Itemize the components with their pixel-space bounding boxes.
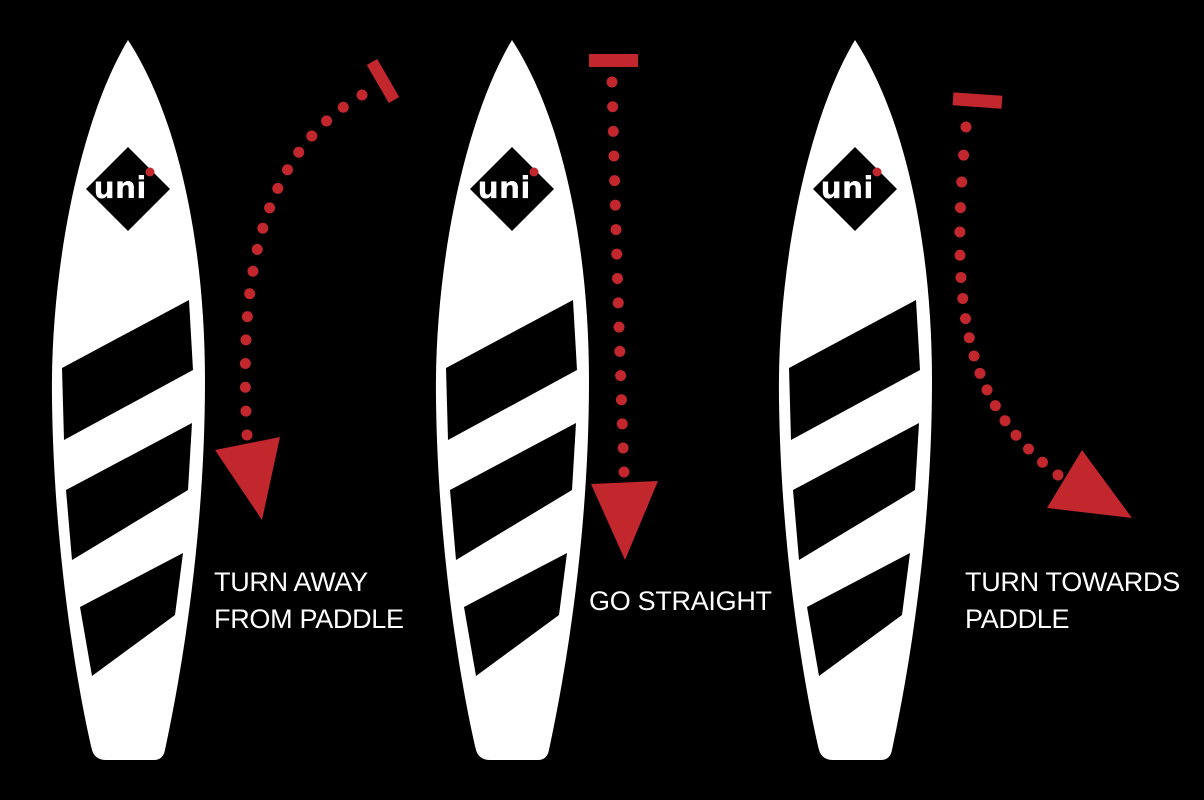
path-dot <box>954 226 966 238</box>
label-line: PADDLE <box>965 604 1070 634</box>
path-dot <box>306 130 318 142</box>
path-dot <box>612 273 623 284</box>
path-dot <box>612 297 624 309</box>
path-dot <box>247 265 259 277</box>
path-dot <box>607 101 619 113</box>
path-dot <box>609 199 621 211</box>
path-dot <box>272 182 284 194</box>
path-dot <box>1023 443 1035 455</box>
path-dot <box>1052 469 1064 481</box>
path-dot <box>240 405 252 417</box>
path-dot <box>616 418 628 430</box>
label-line: TURN TOWARDS <box>965 567 1180 597</box>
traction-stripe <box>789 300 920 440</box>
uni-logo-text: uni <box>821 171 874 206</box>
path-dot <box>618 466 630 478</box>
path-dot <box>968 350 980 362</box>
arrowhead <box>591 481 658 560</box>
path-dot <box>281 164 293 176</box>
uni-logo-dot <box>145 167 155 177</box>
traction-stripe <box>793 423 919 560</box>
traction-stripe <box>62 300 193 440</box>
path-dot <box>240 334 252 346</box>
path-dot <box>999 415 1011 427</box>
uni-logo-text: uni <box>94 171 147 206</box>
path-dot <box>981 384 993 396</box>
path-dot <box>960 313 972 325</box>
label-go-straight: GO STRAIGHT <box>589 583 772 620</box>
label-line: TURN AWAY <box>214 567 368 597</box>
path-dot <box>974 367 986 379</box>
path-dot <box>608 150 620 162</box>
uni-logo-dot <box>529 167 539 177</box>
path-dot <box>960 121 972 133</box>
traction-stripe <box>807 553 910 676</box>
path-dot <box>1010 429 1022 441</box>
path-dot <box>615 394 627 406</box>
path-dot <box>609 175 621 187</box>
path-dot <box>241 429 253 441</box>
uni-logo-text: uni <box>478 171 531 206</box>
path-dot <box>955 271 967 283</box>
path-dot <box>614 345 626 357</box>
path-dot <box>241 311 253 323</box>
arrowhead <box>1047 450 1132 518</box>
traction-stripe <box>450 423 576 560</box>
path-dot <box>239 381 251 393</box>
path-dot <box>321 115 333 127</box>
path-dot <box>239 358 251 370</box>
path-dot <box>954 249 966 261</box>
paddle-mark <box>366 58 400 104</box>
traction-stripe <box>464 553 567 676</box>
path-dot <box>954 202 966 214</box>
path-dot <box>257 222 269 234</box>
path-dot <box>264 202 276 214</box>
path-dot <box>956 176 968 188</box>
path-dot <box>356 89 368 101</box>
path-dot <box>957 293 969 305</box>
traction-stripe <box>446 300 577 440</box>
label-line: GO STRAIGHT <box>589 586 772 616</box>
path-dot <box>958 149 970 161</box>
label-line: FROM PADDLE <box>214 604 404 634</box>
uni-logo-dot <box>872 167 882 177</box>
path-dot <box>989 400 1001 412</box>
surfboard: uni <box>778 40 932 760</box>
path-dot <box>293 146 305 158</box>
path-dot <box>607 125 619 137</box>
path-dot <box>613 321 625 333</box>
path-dot <box>337 101 349 113</box>
path-dot <box>251 243 263 255</box>
label-turn-towards: TURN TOWARDS PADDLE <box>965 564 1180 638</box>
path-dot <box>1036 456 1048 468</box>
paddle-mark <box>952 92 1003 109</box>
traction-stripe <box>80 553 183 676</box>
path-dot <box>617 442 629 454</box>
surfboard: uni <box>435 40 589 760</box>
path-dot <box>611 248 623 260</box>
path-dot <box>606 76 618 88</box>
arrowhead <box>215 437 280 520</box>
path-dot <box>610 224 622 236</box>
traction-stripe <box>66 423 192 560</box>
path-dot <box>963 332 975 344</box>
paddle-mark <box>589 54 638 67</box>
surfboard: uni <box>51 40 205 760</box>
label-turn-away: TURN AWAY FROM PADDLE <box>214 564 404 638</box>
path-dot <box>244 288 256 300</box>
path-dot <box>615 370 627 382</box>
